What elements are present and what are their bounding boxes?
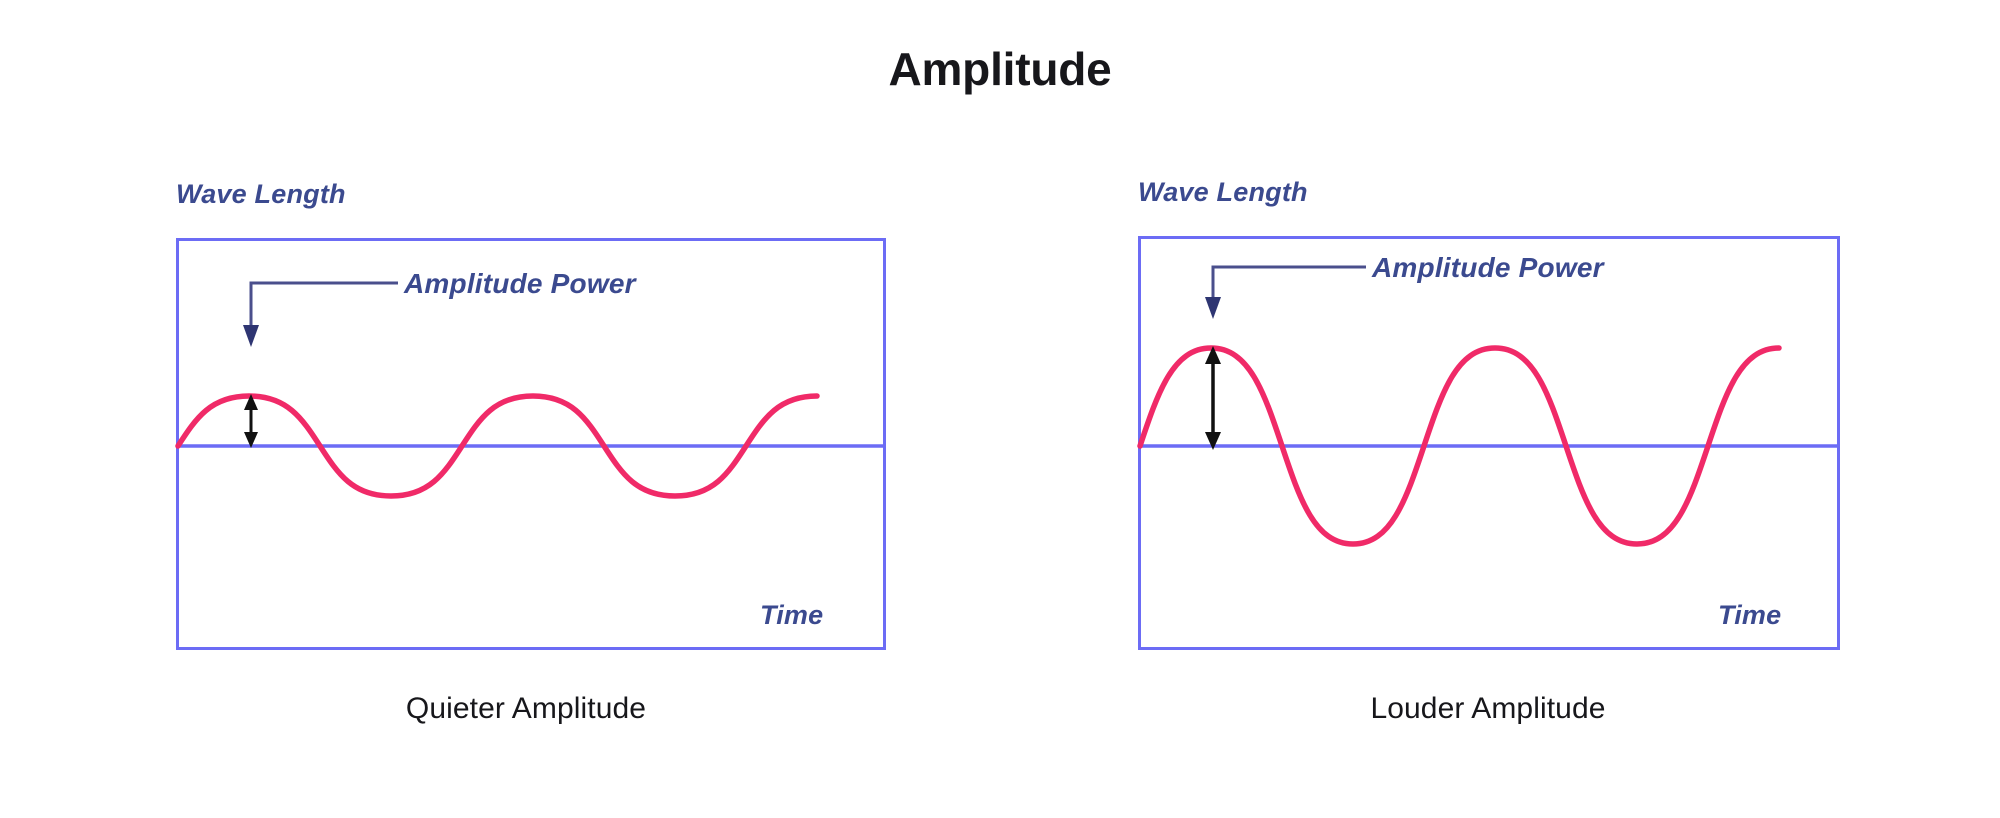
amplitude-measure-arrowhead-bottom-left bbox=[244, 432, 258, 448]
callout-arrowhead-left bbox=[243, 325, 259, 347]
time-label-right: Time bbox=[1718, 600, 1782, 630]
amplitude-power-label-left: Amplitude Power bbox=[404, 268, 636, 299]
waveform-right bbox=[1137, 345, 1782, 547]
time-label-left: Time bbox=[760, 600, 824, 630]
panel-caption-right: Louder Amplitude bbox=[1370, 692, 1606, 725]
wave-length-label-left: Wave Length bbox=[176, 179, 346, 209]
plot-frame-left bbox=[176, 238, 886, 650]
callout-arrowhead-right bbox=[1205, 297, 1221, 319]
amplitude-power-label-right: Amplitude Power bbox=[1372, 252, 1604, 283]
page-title: Amplitude bbox=[888, 43, 1112, 95]
wave-length-label-right: Wave Length bbox=[1138, 177, 1308, 207]
amplitude-measure-arrowhead-top-right bbox=[1205, 346, 1221, 364]
waveform-left bbox=[175, 393, 820, 499]
callout-leader-line-left bbox=[249, 281, 398, 325]
amplitude-measure-arrowhead-bottom-right bbox=[1205, 432, 1221, 450]
plot-frame-right bbox=[1138, 236, 1840, 650]
callout-leader-line-right bbox=[1211, 265, 1366, 297]
amplitude-measure-arrowhead-top-left bbox=[244, 394, 258, 410]
panel-caption-left: Quieter Amplitude bbox=[405, 692, 647, 725]
